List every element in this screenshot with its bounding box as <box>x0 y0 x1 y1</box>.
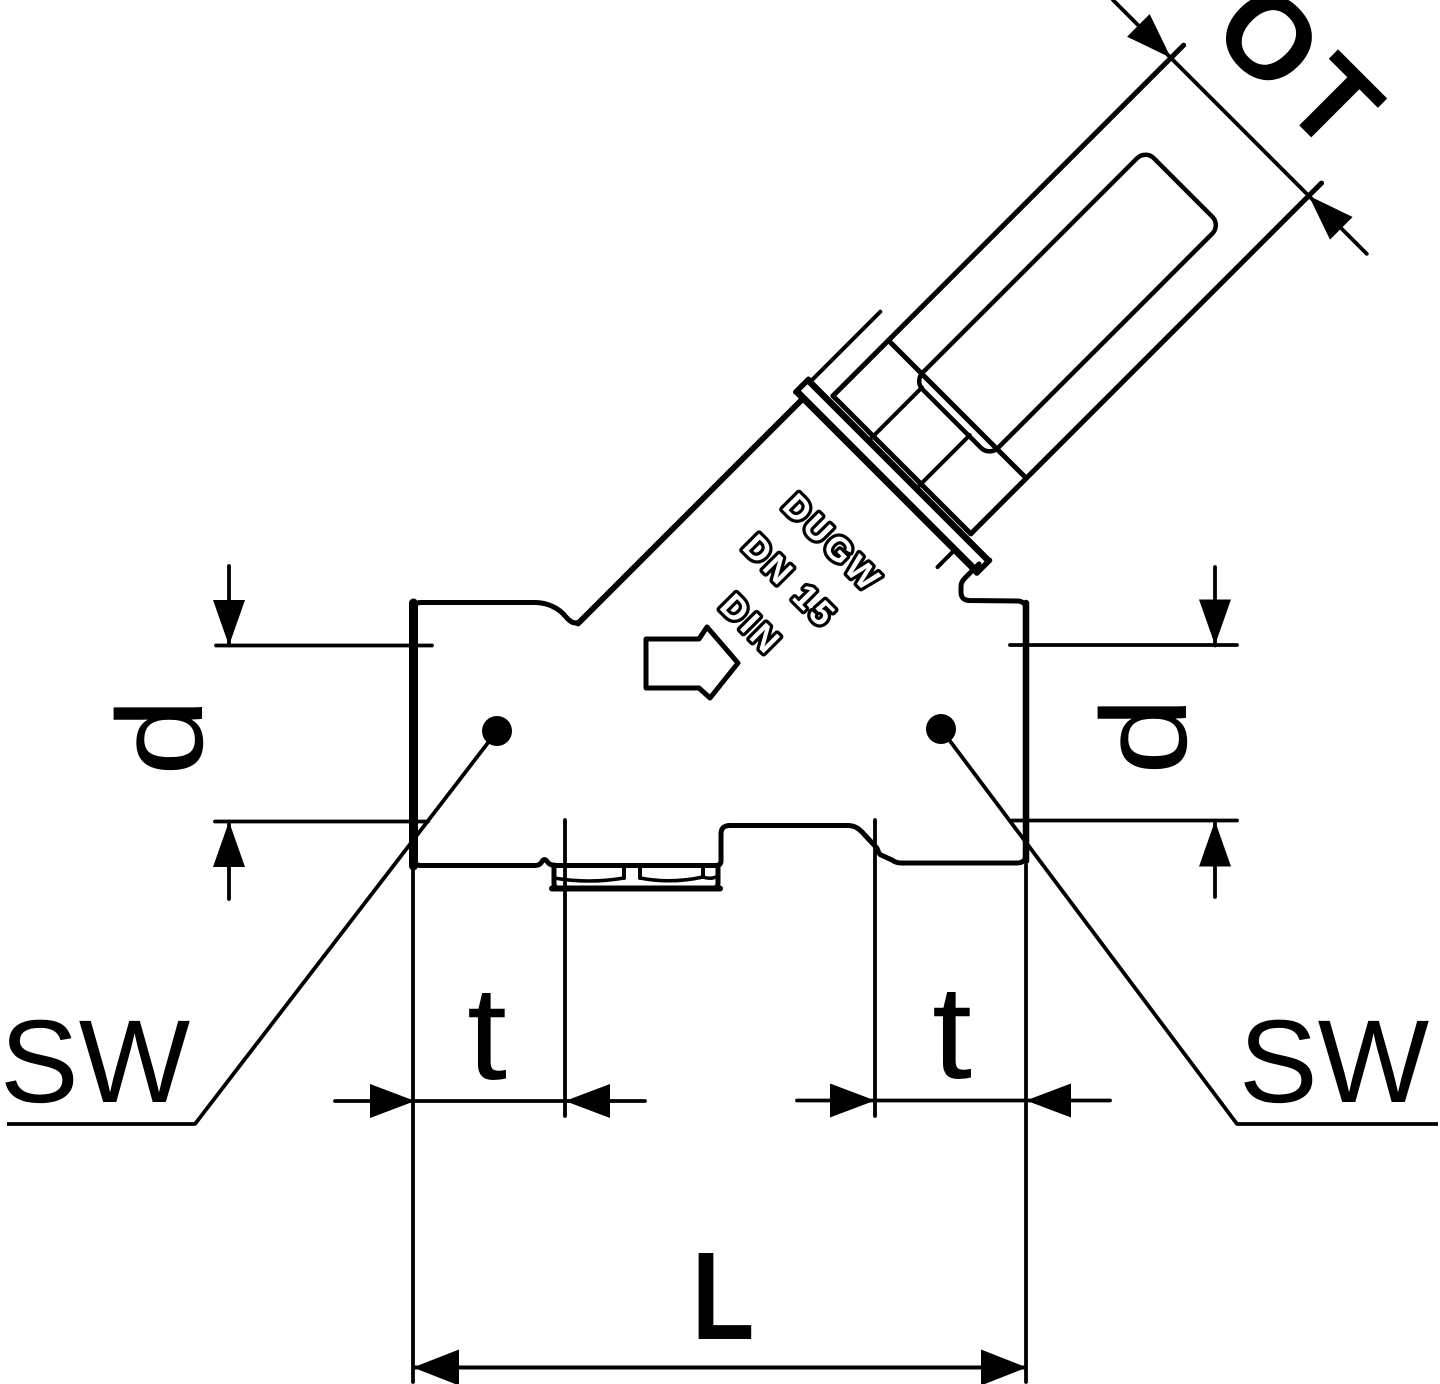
svg-text:t: t <box>467 959 507 1107</box>
svg-text:SW: SW <box>0 996 190 1128</box>
svg-text:t: t <box>932 958 972 1106</box>
svg-text:d: d <box>1076 697 1212 775</box>
svg-text:L: L <box>692 1227 755 1366</box>
svg-text:SW: SW <box>1239 996 1429 1128</box>
svg-text:d: d <box>92 698 228 776</box>
